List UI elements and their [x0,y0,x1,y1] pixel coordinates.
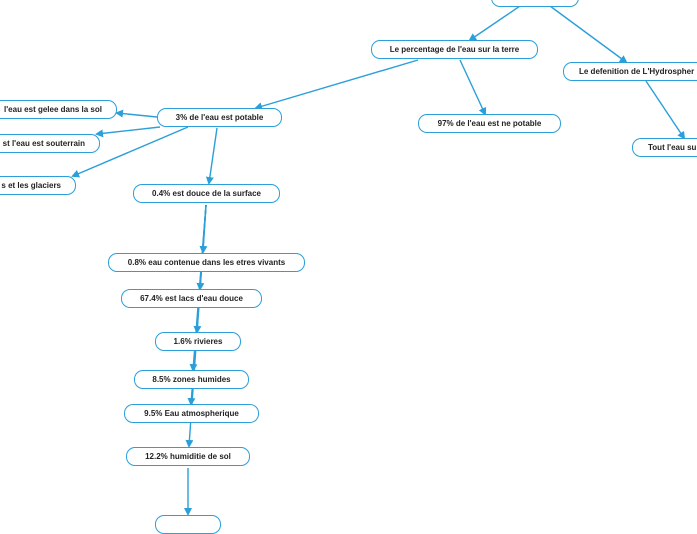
node-living-beings[interactable]: 0.8% eau contenue dans les etres vivants [108,253,305,272]
node-surface-fresh[interactable]: 0.4% est douce de la surface [133,184,280,203]
edge-root-to-percentage [468,5,521,42]
node-label: 97% de l'eau est ne potable [437,119,542,128]
node-frozen-soil[interactable]: l'eau est gelee dans la sol [0,100,117,119]
node-potable-3[interactable]: 3% de l'eau est potable [157,108,282,127]
node-label: 0.4% est douce de la surface [152,189,261,198]
edge-definition-to-all-water [645,80,686,140]
node-water-percentage[interactable]: Le percentage de l'eau sur la terre [371,40,538,59]
node-label: 12.2% humiditie de sol [145,452,231,461]
node-rivers[interactable]: 1.6% rivieres [155,332,241,351]
node-label: Le percentage de l'eau sur la terre [389,45,520,54]
node-lakes[interactable]: 67.4% est lacs d'eau douce [121,289,262,308]
node-glaciers[interactable]: s et les glaciers [0,176,76,195]
edge-root-to-definition [549,5,628,64]
node-underground[interactable]: st l'eau est souterrain [0,134,100,153]
node-non-potable-97[interactable]: 97% de l'eau est ne potable [418,114,561,133]
node-wetlands[interactable]: 8.5% zones humides [134,370,249,389]
node-label: 8.5% zones humides [152,375,231,384]
node-hydrosphere-definition[interactable]: Le defenition de L'Hydrospher [563,62,697,81]
root-node[interactable] [491,0,579,7]
edge-potable-to-underground [95,126,161,138]
node-label: st l'eau est souterrain [2,139,85,148]
node-label: l'eau est gelee dans la sol [4,105,102,114]
node-label: 67.4% est lacs d'eau douce [140,294,243,303]
edge-potable-to-glaciers [71,126,189,178]
edge-percentage-to-nonpotable [459,59,487,116]
node-all-water[interactable]: Tout l'eau su [632,138,697,157]
node-atmospheric[interactable]: 9.5% Eau atmospherique [124,404,259,423]
node-label: 0.8% eau contenue dans les etres vivants [127,258,286,267]
node-label: Tout l'eau su [648,143,697,152]
edge-potable-to-frozen [115,109,158,118]
node-label: 9.5% Eau atmospherique [144,409,239,418]
node-label: s et les glaciers [1,181,61,190]
node-label: 1.6% rivieres [173,337,223,346]
node-label: Le defenition de L'Hydrospher [579,67,695,76]
edge-percentage-to-potable [254,59,419,111]
node-cutoff-bottom[interactable] [155,515,221,534]
node-label: 3% de l'eau est potable [175,113,264,122]
edge-potable-to-surface [205,127,218,185]
node-soil-humidity[interactable]: 12.2% humiditie de sol [126,447,250,466]
